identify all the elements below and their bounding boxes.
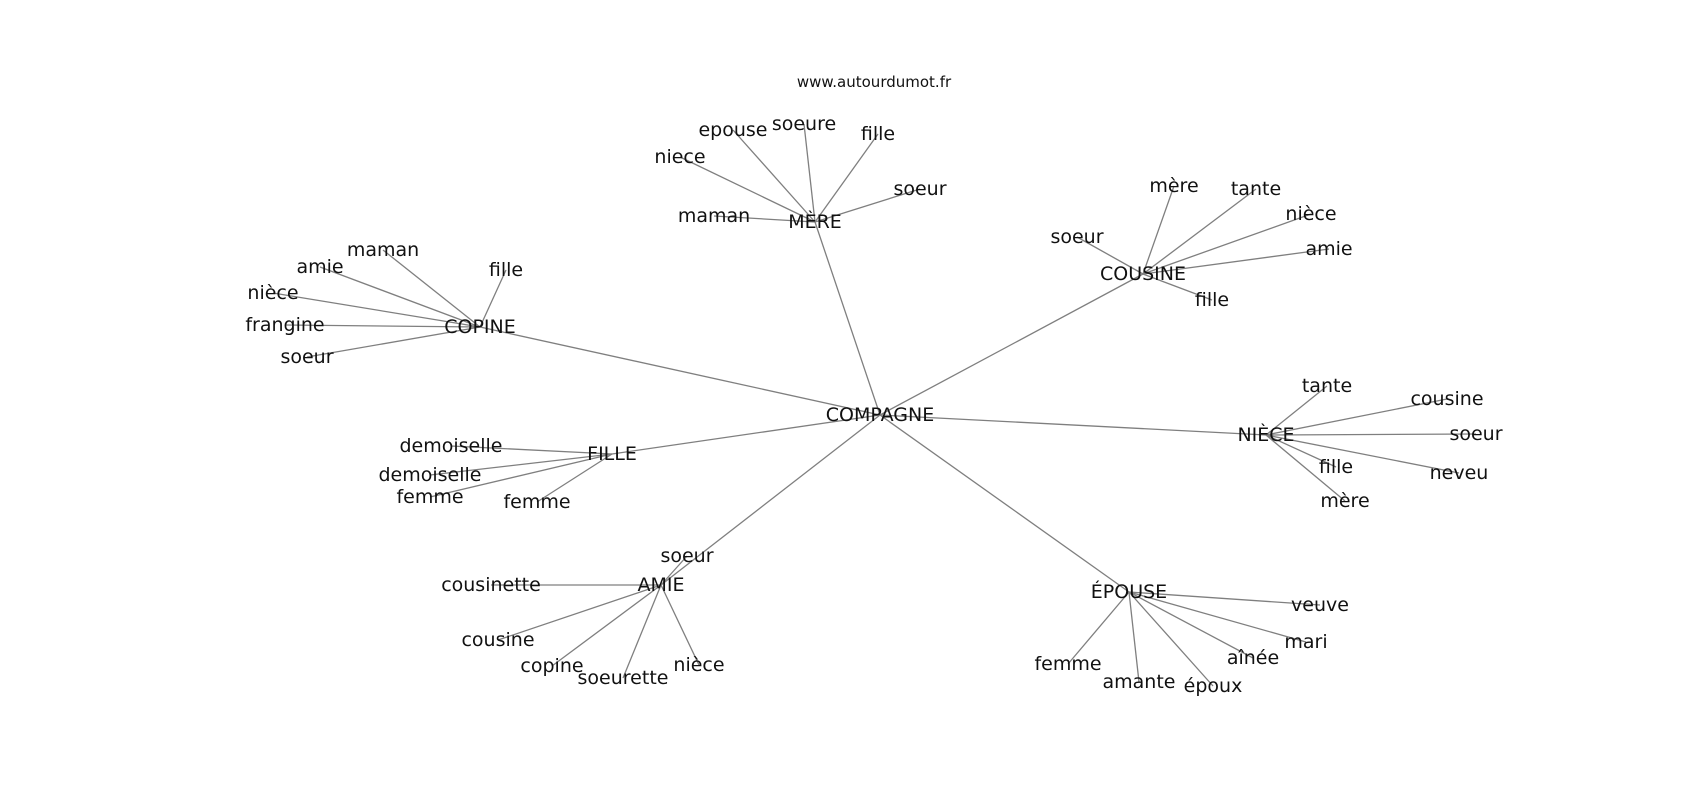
word-node: époux xyxy=(1184,675,1243,697)
edge-hub-1-word-4 xyxy=(1142,248,1330,275)
word-node: amie xyxy=(296,256,343,278)
edge-hub-4-word-1 xyxy=(1265,398,1448,436)
word-node: soeur xyxy=(280,346,333,368)
word-node: maman xyxy=(347,239,419,261)
edge-hub-5-word-5 xyxy=(660,584,700,666)
word-node: soeur xyxy=(660,545,713,567)
edge-hub-4-word-0 xyxy=(1265,385,1328,436)
hub-node: ÉPOUSE xyxy=(1091,580,1167,603)
edge-hub-4-word-3 xyxy=(1265,434,1460,474)
edge-hub-0-word-2 xyxy=(732,129,816,223)
word-node: maman xyxy=(678,205,750,227)
edge-hub-0-word-5 xyxy=(814,188,921,223)
word-node: frangine xyxy=(245,314,324,336)
hub-node: AMIE xyxy=(638,574,685,596)
word-node: fille xyxy=(489,259,523,281)
word-node: tante xyxy=(1302,375,1352,397)
word-node: nièce xyxy=(1285,203,1336,225)
edge-hub-6-word-3 xyxy=(1128,591,1214,687)
word-node: nièce xyxy=(247,282,298,304)
word-node: amante xyxy=(1103,671,1176,693)
hub-node: MÈRE xyxy=(788,210,842,233)
edge-hub-2-word-5 xyxy=(479,269,507,328)
edge-hub-5-word-4 xyxy=(622,584,662,679)
word-node: demoiselle xyxy=(379,464,482,486)
edge-hub-2-word-1 xyxy=(319,266,481,328)
word-node: epouse xyxy=(698,119,767,141)
hub-node: COPINE xyxy=(444,316,516,338)
edge-hub-0-word-1 xyxy=(679,156,816,223)
word-node: femme xyxy=(396,486,463,508)
edge-center-6 xyxy=(879,414,1130,593)
word-node: amie xyxy=(1305,238,1352,260)
edge-center-3 xyxy=(611,414,881,455)
word-node: fille xyxy=(1195,289,1229,311)
edge-hub-6-word-4 xyxy=(1128,591,1140,683)
word-node: veuve xyxy=(1291,594,1349,616)
edge-hub-3-word-0 xyxy=(450,445,613,455)
edge-hub-4-word-5 xyxy=(1265,434,1346,502)
edge-hub-1-word-1 xyxy=(1142,185,1175,275)
edge-hub-5-word-3 xyxy=(551,584,662,667)
edge-center-4 xyxy=(879,414,1267,436)
edge-center-2 xyxy=(479,326,881,416)
word-node: fille xyxy=(1319,456,1353,478)
word-node: soeur xyxy=(1050,226,1103,248)
hub-node: COUSINE xyxy=(1100,263,1186,285)
word-node: nièce xyxy=(673,654,724,676)
word-node: tante xyxy=(1231,178,1281,200)
word-node: neveu xyxy=(1430,462,1489,484)
word-node: mère xyxy=(1149,175,1198,197)
edge-hub-1-word-2 xyxy=(1142,188,1257,275)
word-node: copine xyxy=(520,655,583,677)
edge-hub-0-word-3 xyxy=(803,123,816,223)
word-node: fille xyxy=(861,123,895,145)
edge-hub-6-word-5 xyxy=(1067,591,1130,665)
word-node: cousine xyxy=(461,629,534,651)
site-url: www.autourdumot.fr xyxy=(796,73,952,91)
word-node: femme xyxy=(503,491,570,513)
edge-hub-3-word-2 xyxy=(429,453,613,498)
edge-hub-6-word-2 xyxy=(1128,591,1254,659)
edge-hub-3-word-1 xyxy=(429,453,613,476)
word-node: demoiselle xyxy=(400,435,503,457)
word-node: mère xyxy=(1320,490,1369,512)
word-node: soeurette xyxy=(578,667,669,689)
word-node: soeur xyxy=(893,178,946,200)
edge-hub-2-word-0 xyxy=(382,249,481,328)
hub-node: NIÈCE xyxy=(1237,423,1294,446)
word-node: femme xyxy=(1034,653,1101,675)
edge-hub-0-word-0 xyxy=(713,215,816,223)
word-node: cousine xyxy=(1410,388,1483,410)
word-node: soeure xyxy=(772,113,836,135)
word-node: niece xyxy=(654,146,705,168)
edge-hub-6-word-0 xyxy=(1128,591,1321,606)
edge-hub-4-word-2 xyxy=(1265,433,1477,436)
edge-center-5 xyxy=(660,414,881,586)
edge-hub-2-word-3 xyxy=(284,324,481,328)
center-node: COMPAGNE xyxy=(826,404,934,426)
edge-hub-6-word-1 xyxy=(1128,591,1307,643)
edge-center-0 xyxy=(814,221,881,416)
hub-node: FILLE xyxy=(587,443,637,465)
word-node: cousinette xyxy=(441,574,541,596)
edge-hub-0-word-4 xyxy=(814,133,879,223)
edge-hub-1-word-0 xyxy=(1076,236,1144,275)
word-node: mari xyxy=(1284,631,1327,653)
edge-hub-5-word-2 xyxy=(497,584,662,641)
word-node: aînée xyxy=(1227,647,1279,669)
edge-hub-4-word-4 xyxy=(1265,434,1337,468)
word-node: soeur xyxy=(1449,423,1502,445)
edge-hub-1-word-3 xyxy=(1142,213,1312,275)
edge-center-1 xyxy=(879,273,1144,416)
edge-hub-2-word-2 xyxy=(272,292,481,328)
edge-hub-3-word-3 xyxy=(536,453,613,503)
edge-hub-1-word-5 xyxy=(1142,273,1213,301)
edge-hub-2-word-4 xyxy=(306,326,481,358)
edge-hub-5-word-0 xyxy=(660,555,688,586)
